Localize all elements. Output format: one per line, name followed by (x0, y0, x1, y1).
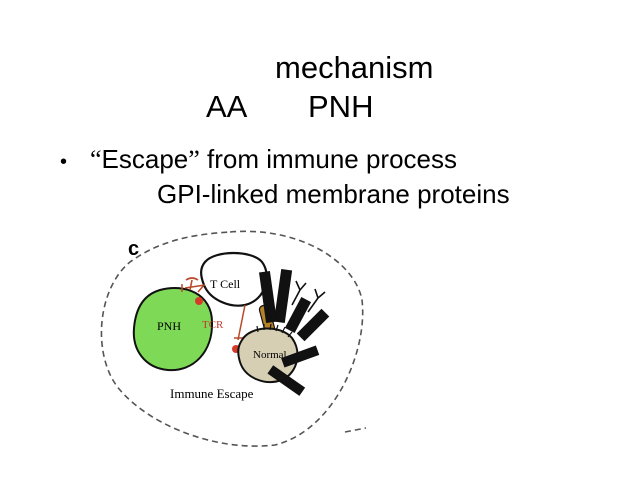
dashed-edge-tail (345, 428, 366, 432)
pnh-cell-label: PNH (157, 319, 181, 333)
tcr-label: TCR (202, 319, 224, 331)
pnh-red-dot (195, 297, 203, 305)
t-cell-label: T Cell (210, 277, 241, 291)
immune-escape-caption: Immune Escape (170, 386, 254, 401)
panel-label: c (128, 238, 139, 260)
